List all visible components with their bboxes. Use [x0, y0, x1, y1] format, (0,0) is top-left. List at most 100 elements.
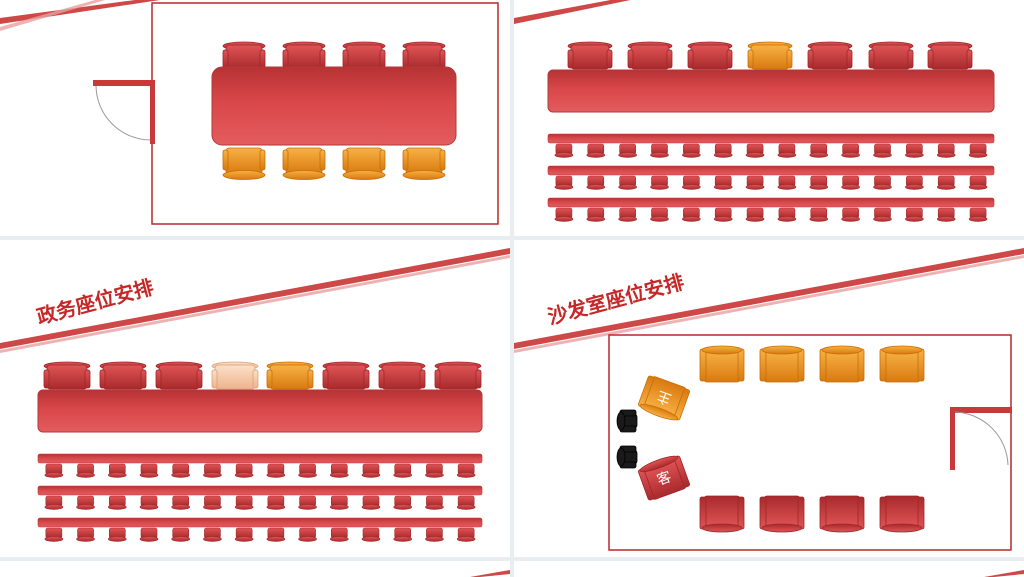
chair-icon[interactable] — [905, 207, 924, 222]
chair-icon[interactable] — [745, 143, 765, 158]
chair-icon[interactable] — [155, 361, 203, 390]
chair-icon[interactable] — [329, 463, 349, 478]
chair-icon[interactable] — [139, 495, 159, 510]
bench-row[interactable] — [547, 133, 995, 144]
chair-icon[interactable] — [322, 361, 370, 390]
chair-icon[interactable] — [107, 463, 127, 478]
chair-icon[interactable] — [747, 41, 793, 70]
chair-icon[interactable] — [618, 175, 637, 190]
chair-icon[interactable] — [456, 527, 476, 542]
chair-icon[interactable] — [342, 41, 386, 70]
chair-icon[interactable] — [936, 143, 956, 158]
chair-icon[interactable] — [554, 175, 574, 190]
chair-icon[interactable] — [807, 41, 853, 70]
chair-icon[interactable] — [361, 495, 381, 510]
chair-icon[interactable] — [44, 527, 64, 542]
chair-icon[interactable] — [425, 527, 444, 542]
chair-icon[interactable] — [873, 143, 892, 158]
chair-icon[interactable] — [44, 463, 64, 478]
chair-icon[interactable] — [927, 41, 973, 70]
chair-icon[interactable] — [378, 361, 426, 390]
bench-row[interactable] — [37, 517, 483, 528]
sofa-icon[interactable]: 客 — [637, 453, 691, 502]
chair-icon[interactable] — [393, 527, 413, 542]
chair-icon[interactable] — [777, 175, 797, 190]
chair-icon[interactable] — [650, 207, 669, 222]
chair-icon[interactable] — [713, 175, 733, 190]
chair-icon[interactable] — [627, 41, 673, 70]
bench-row[interactable] — [37, 453, 483, 464]
sofa-icon[interactable] — [879, 495, 925, 533]
chair-icon[interactable] — [107, 527, 127, 542]
bench-row[interactable] — [37, 485, 483, 496]
chair-icon[interactable] — [203, 495, 222, 510]
sofa-icon[interactable] — [759, 495, 805, 533]
chair-icon[interactable] — [76, 463, 95, 478]
chair-icon[interactable] — [873, 175, 892, 190]
chair-icon[interactable] — [329, 527, 349, 542]
chair-icon[interactable] — [567, 41, 613, 70]
chair-icon[interactable] — [554, 143, 574, 158]
chair-icon[interactable] — [745, 207, 765, 222]
chair-icon[interactable] — [554, 207, 574, 222]
side-table-icon[interactable] — [616, 445, 638, 469]
sofa-icon[interactable] — [879, 345, 925, 383]
sofa-icon[interactable] — [759, 345, 805, 383]
chair-icon[interactable] — [841, 207, 860, 222]
chair-icon[interactable] — [745, 175, 765, 190]
head-table[interactable] — [37, 389, 483, 433]
slide-rect-table-room[interactable] — [0, 0, 510, 236]
chair-icon[interactable] — [329, 495, 349, 510]
head-table[interactable] — [547, 69, 995, 113]
chair-icon[interactable] — [43, 361, 91, 390]
chair-icon[interactable] — [777, 143, 797, 158]
chair-icon[interactable] — [266, 495, 286, 510]
bench-row[interactable] — [547, 197, 995, 208]
chair-icon[interactable] — [222, 147, 266, 180]
chair-icon[interactable] — [44, 495, 64, 510]
chair-icon[interactable] — [777, 207, 797, 222]
sofa-icon[interactable]: 主 — [637, 375, 691, 424]
chair-icon[interactable] — [425, 463, 444, 478]
chair-icon[interactable] — [713, 207, 733, 222]
chair-icon[interactable] — [402, 147, 446, 180]
chair-icon[interactable] — [298, 495, 317, 510]
chair-icon[interactable] — [968, 143, 988, 158]
chair-icon[interactable] — [425, 495, 444, 510]
chair-icon[interactable] — [868, 41, 914, 70]
chair-icon[interactable] — [841, 175, 860, 190]
chair-icon[interactable] — [936, 175, 956, 190]
chair-icon[interactable] — [687, 41, 733, 70]
chair-icon[interactable] — [234, 495, 254, 510]
chair-icon[interactable] — [342, 147, 386, 180]
chair-icon[interactable] — [618, 143, 637, 158]
chair-icon[interactable] — [873, 207, 892, 222]
chair-icon[interactable] — [650, 143, 669, 158]
chair-icon[interactable] — [905, 175, 924, 190]
chair-icon[interactable] — [234, 527, 254, 542]
chair-icon[interactable] — [809, 207, 829, 222]
chair-icon[interactable] — [968, 207, 988, 222]
chair-icon[interactable] — [139, 527, 159, 542]
chair-icon[interactable] — [905, 143, 924, 158]
chair-icon[interactable] — [586, 207, 606, 222]
chair-icon[interactable] — [809, 143, 829, 158]
chair-icon[interactable] — [266, 463, 286, 478]
chair-icon[interactable] — [393, 463, 413, 478]
chair-icon[interactable] — [841, 143, 860, 158]
chair-icon[interactable] — [99, 361, 147, 390]
chair-icon[interactable] — [650, 175, 669, 190]
slide-lecture-layout[interactable] — [514, 0, 1024, 236]
chair-icon[interactable] — [968, 175, 988, 190]
chair-icon[interactable] — [298, 463, 317, 478]
chair-icon[interactable] — [936, 207, 956, 222]
chair-icon[interactable] — [809, 175, 829, 190]
chair-icon[interactable] — [139, 463, 159, 478]
chair-icon[interactable] — [456, 495, 476, 510]
chair-icon[interactable] — [618, 207, 637, 222]
bench-row[interactable] — [547, 165, 995, 176]
chair-icon[interactable] — [282, 147, 326, 180]
chair-icon[interactable] — [682, 175, 701, 190]
chair-icon[interactable] — [456, 463, 476, 478]
chair-icon[interactable] — [434, 361, 482, 390]
